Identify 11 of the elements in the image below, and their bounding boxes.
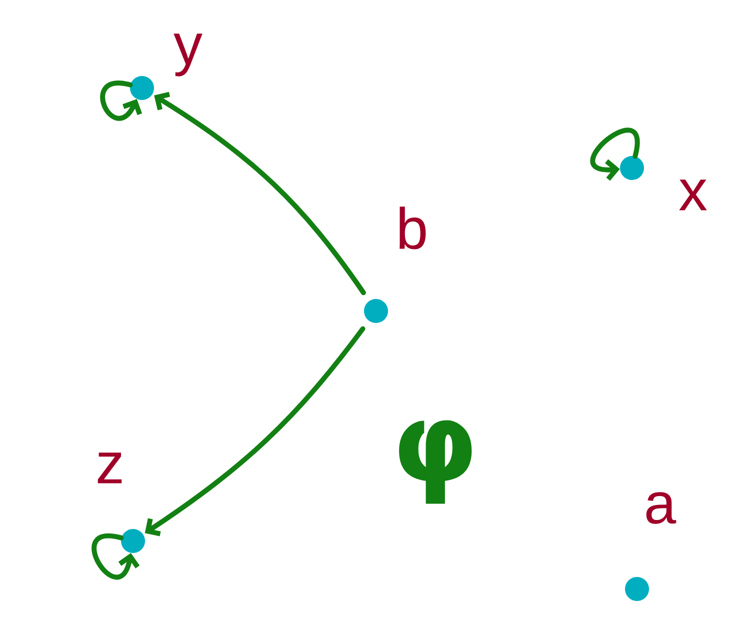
point-label: x [679, 180, 707, 210]
point-label: a [646, 492, 676, 524]
point-label: z [98, 452, 122, 484]
arrow [144, 326, 366, 536]
loop-arrow [100, 80, 142, 121]
point-label: b [400, 206, 426, 250]
symbol-label: φ [399, 420, 472, 504]
loop-arrow [92, 533, 140, 580]
arrow [154, 92, 366, 296]
loop-arrow [590, 128, 640, 181]
point-label: y [174, 34, 202, 76]
